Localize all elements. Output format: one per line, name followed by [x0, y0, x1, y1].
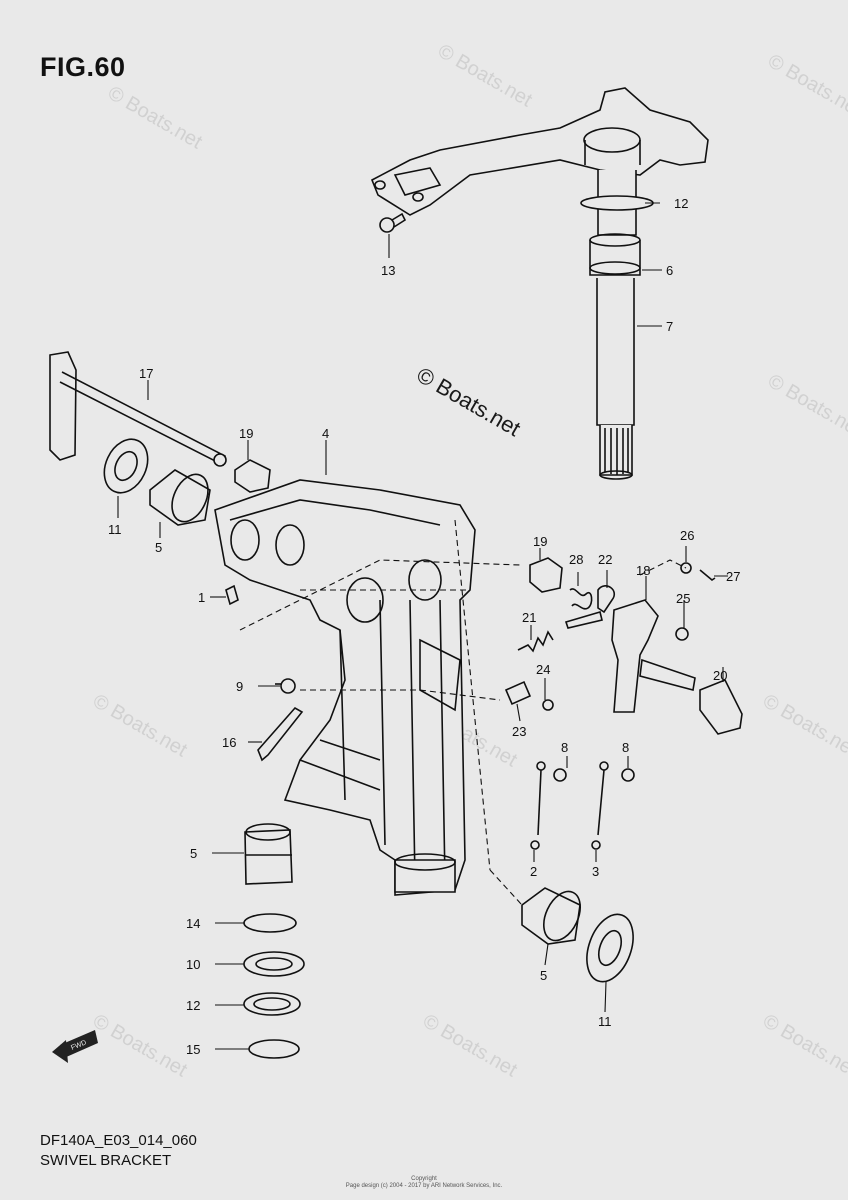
callout-23: 23 — [512, 724, 526, 739]
callout-8: 8 — [622, 740, 629, 755]
callout-27: 27 — [726, 569, 740, 584]
washer-11-lower — [586, 913, 634, 983]
callout-1: 1 — [198, 590, 205, 605]
copyright-line: Copyright — [411, 1176, 437, 1182]
plate-23 — [504, 680, 532, 706]
bushing-5-lower — [521, 887, 581, 945]
hook-22 — [597, 585, 615, 614]
callout-26: 26 — [680, 528, 694, 543]
callout-8: 8 — [561, 740, 568, 755]
washer-12-lower — [243, 992, 301, 1016]
bolt-13 — [379, 212, 407, 233]
callout-6: 5 — [190, 846, 197, 861]
bushing-5-left — [149, 469, 211, 526]
ground-wire-2 — [530, 761, 546, 850]
callout-19: 19 — [239, 426, 253, 441]
callout-13: 13 — [381, 263, 395, 278]
figure-title: FIG.60 — [40, 52, 126, 82]
callout-4: 4 — [322, 426, 329, 441]
steering-shaft — [580, 170, 654, 480]
callout-9: 9 — [236, 679, 243, 694]
steering-arm — [370, 87, 709, 216]
link-rod — [564, 610, 603, 629]
callout-10: 10 — [186, 957, 200, 972]
nut-25 — [675, 627, 689, 641]
callout-11: 11 — [598, 1014, 612, 1029]
callout-5: 5 — [155, 540, 162, 555]
callout-11: 11 — [108, 522, 122, 537]
ground-wire-3 — [591, 761, 609, 850]
callout-12: 12 — [186, 998, 200, 1013]
washer-14 — [243, 913, 297, 933]
callout-19: 19 — [533, 534, 547, 549]
bolt-9 — [275, 678, 296, 694]
swivel-bracket-body — [214, 479, 476, 896]
cotter-pin-27 — [699, 569, 716, 581]
lever-16 — [257, 706, 304, 762]
fwd-arrow-icon: FWD — [52, 1030, 98, 1063]
tilt-shaft — [49, 351, 227, 467]
callout-16: 16 — [222, 735, 236, 750]
callout-17: 17 — [139, 366, 153, 381]
bushing-19-right — [529, 557, 563, 593]
bolt-24 — [542, 699, 554, 711]
callout-24: 24 — [536, 662, 550, 677]
spring-28 — [569, 588, 593, 610]
callout-12: 12 — [674, 196, 688, 211]
bolt-8-left — [553, 768, 567, 782]
callout-3: 3 — [592, 864, 599, 879]
model-code: DF140A_E03_014_060 — [40, 1132, 197, 1149]
washer-10 — [243, 951, 305, 977]
callout-15: 15 — [186, 1042, 200, 1057]
bolt-8-right — [621, 768, 635, 782]
callout-20: 20 — [713, 668, 727, 683]
washer-11-left — [103, 438, 149, 494]
part-name: SWIVEL BRACKET — [40, 1152, 172, 1169]
callout-14: 14 — [186, 916, 200, 931]
copyright-notice: Copyright Page design (c) 2004 - 2017 by… — [0, 1176, 848, 1190]
callout-22: 22 — [598, 552, 612, 567]
callout-6: 6 — [666, 263, 673, 278]
callout-7: 7 — [666, 319, 673, 334]
callout-28: 28 — [569, 552, 583, 567]
spring-21 — [517, 630, 554, 653]
grip-20 — [699, 678, 743, 735]
bushing-6-lower — [244, 823, 293, 885]
callout-5: 5 — [540, 968, 547, 983]
bushing-19-left — [234, 459, 271, 493]
snap-ring-15 — [248, 1039, 300, 1059]
tilt-lock-lever-18 — [611, 599, 659, 713]
callout-21: 21 — [522, 610, 536, 625]
callout-18: 18 — [636, 563, 650, 578]
copyright-line: Page design (c) 2004 - 2017 by ARI Netwo… — [345, 1183, 503, 1189]
callout-25: 25 — [676, 591, 690, 606]
bolt-1 — [225, 584, 239, 606]
callout-2: 2 — [530, 864, 537, 879]
